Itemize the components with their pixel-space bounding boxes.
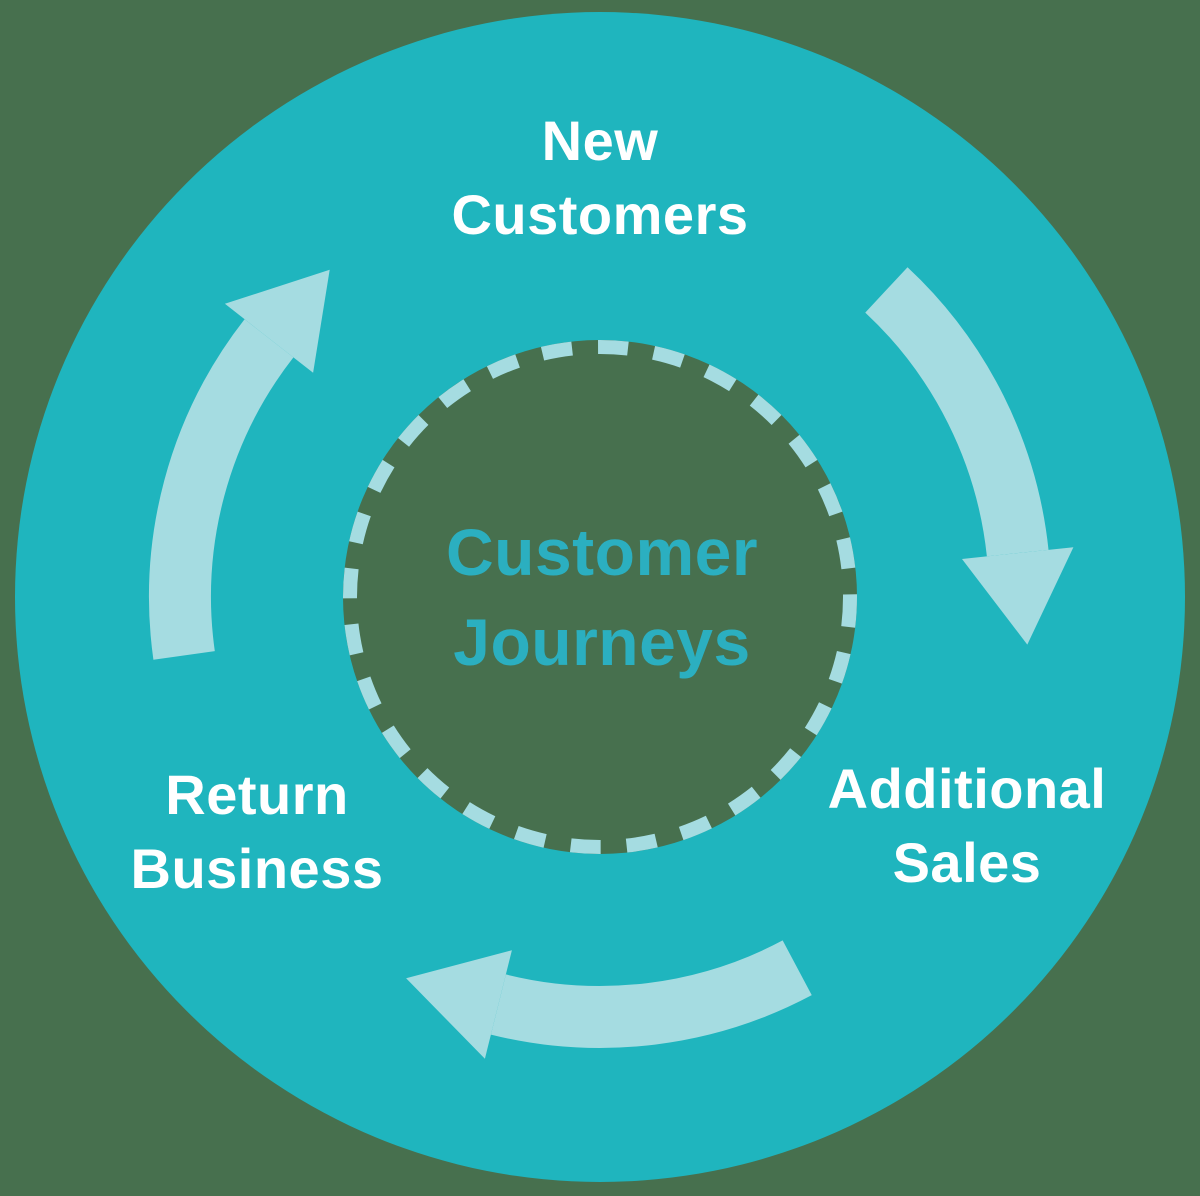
stage-label-new-customers: New Customers bbox=[451, 109, 749, 246]
inner-circle bbox=[343, 340, 857, 854]
cycle-arrow-left bbox=[149, 269, 330, 660]
cycle-arrow-bottom-head bbox=[406, 950, 512, 1059]
cycle-arrow-right-band bbox=[865, 267, 1049, 557]
stage-label-return-business: Return Business bbox=[130, 763, 384, 900]
cycle-arrow-left-head bbox=[224, 269, 330, 373]
stage-label-additional-sales: Additional Sales bbox=[827, 757, 1107, 894]
cycle-arrow-bottom bbox=[406, 940, 812, 1059]
cycle-arrow-right-head bbox=[962, 547, 1074, 645]
dashed-ring bbox=[343, 340, 857, 854]
cycle-arrow-right bbox=[865, 267, 1074, 645]
cycle-arrow-bottom-band bbox=[490, 940, 812, 1048]
cycle-arrow-left-band bbox=[149, 319, 294, 660]
diagram-center-title: Customer Journeys bbox=[445, 515, 759, 679]
